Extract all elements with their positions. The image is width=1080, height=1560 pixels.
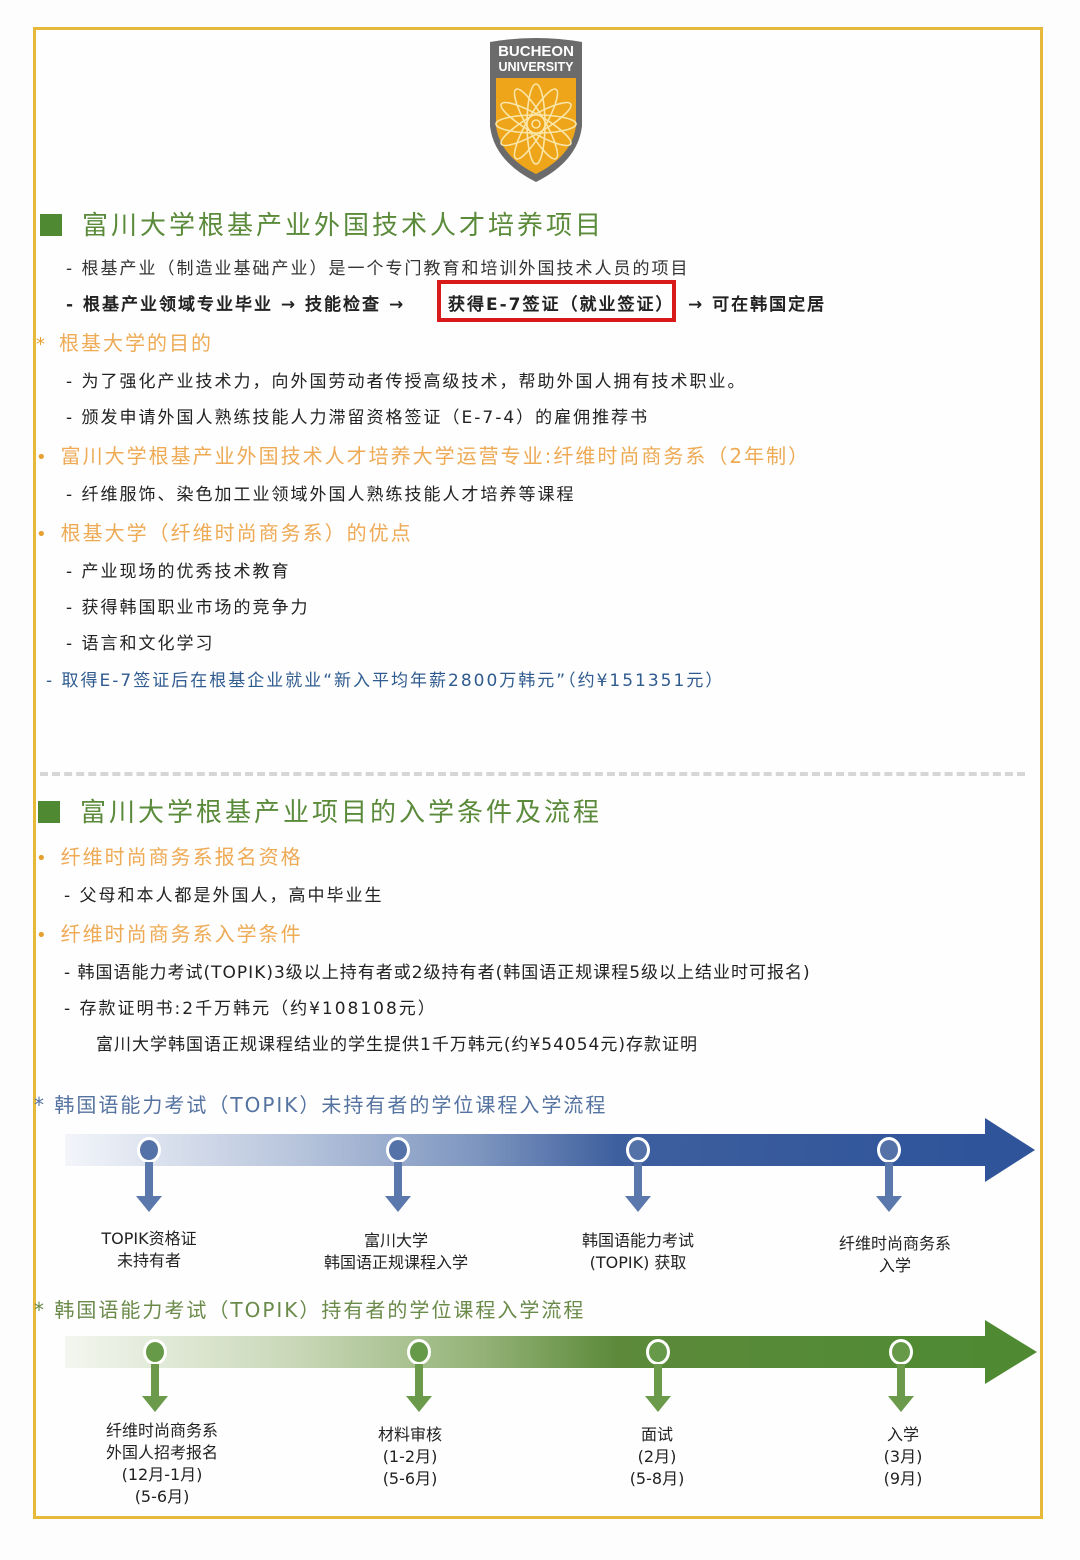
requirement-note: 富川大学韩国语正规课程结业的学生提供1千万韩元(约¥54054元)存款证明 <box>96 1035 698 1055</box>
salary-note: - 取得E-7签证后在根基企业就业“新入平均年薪2800万韩元”（约¥15135… <box>46 671 725 691</box>
arrow-right-icon <box>985 1320 1037 1384</box>
timeline-node <box>137 1137 161 1163</box>
flow-step: 纤维时尚商务系 外国人招考报名 (12月-1月) (5-6月) <box>105 1421 218 1506</box>
flow-step: 纤维时尚商务系 入学 <box>838 1234 951 1275</box>
logo-line2: UNIVERSITY <box>498 60 574 74</box>
timeline-node <box>889 1339 913 1365</box>
section-divider <box>40 772 1025 776</box>
purpose-item: - 为了强化产业技术力，向外国劳动者传授高级技术，帮助外国人拥有技术职业。 <box>66 372 747 392</box>
section2-title: 富川大学根基产业项目的入学条件及流程 <box>38 792 602 829</box>
flow-without-topik-title: * 韩国语能力考试（TOPIK）未持有者的学位课程入学流程 <box>34 1093 608 1117</box>
square-bullet-icon <box>40 214 62 236</box>
requirement-item: - 存款证明书:2千万韩元（约¥108108元） <box>64 999 437 1019</box>
dot-bullet-icon: • <box>36 524 49 545</box>
timeline-node <box>407 1339 431 1365</box>
purpose-item: - 颁发申请外国人熟练技能人力滞留资格签证（E-7-4）的雇佣推荐书 <box>66 408 650 428</box>
flow-with-topik-bar <box>65 1336 985 1368</box>
down-arrow-tip <box>385 1196 411 1212</box>
advantage-item: - 语言和文化学习 <box>66 634 215 654</box>
asterisk-icon: * <box>36 334 47 355</box>
asterisk-icon: * <box>34 1093 46 1117</box>
section1-title: 富川大学根基产业外国技术人才培养项目 <box>40 205 604 242</box>
arrow-right-icon <box>985 1118 1035 1182</box>
timeline-node <box>626 1137 650 1163</box>
down-arrow-icon <box>415 1364 423 1396</box>
dot-bullet-icon: • <box>36 447 49 468</box>
down-arrow-icon <box>394 1162 402 1196</box>
visa-path-suffix: → 可在韩国定居 <box>688 295 827 315</box>
flow-step: TOPIK资格证 未持有者 <box>101 1229 197 1270</box>
dot-bullet-icon: • <box>36 925 49 946</box>
requirements-heading: •纤维时尚商务系入学条件 <box>36 922 303 946</box>
down-arrow-tip <box>136 1196 162 1212</box>
down-arrow-tip <box>888 1396 914 1412</box>
eligibility-item: - 父母和本人都是外国人，高中毕业生 <box>64 886 384 906</box>
square-bullet-icon <box>38 801 60 823</box>
flow-step: 材料审核 (1-2月) (5-6月) <box>377 1425 442 1488</box>
requirement-item: - 韩国语能力考试(TOPIK)3级以上持有者或2级持有者(韩国语正规课程5级以… <box>64 963 811 983</box>
timeline-node <box>877 1137 901 1163</box>
flow-without-topik-bar <box>65 1134 985 1166</box>
flow-step: 富川大学 韩国语正规课程入学 <box>323 1231 468 1272</box>
down-arrow-tip <box>876 1196 902 1212</box>
down-arrow-tip <box>625 1196 651 1212</box>
down-arrow-tip <box>406 1396 432 1412</box>
visa-path-highlight: 获得E-7签证（就业签证） <box>448 295 675 315</box>
down-arrow-icon <box>885 1162 893 1196</box>
down-arrow-icon <box>145 1162 153 1196</box>
advantage-item: - 获得韩国职业市场的竞争力 <box>66 598 310 618</box>
major-item: - 纤维服饰、染色加工业领域外国人熟练技能人才培养等课程 <box>66 485 576 505</box>
visa-path-prefix: - 根基产业领域专业毕业 → 技能检查 → <box>66 295 406 315</box>
advantages-heading: •根基大学（纤维时尚商务系）的优点 <box>36 521 413 545</box>
highlight-box <box>437 280 676 322</box>
advantage-item: - 产业现场的优秀技术教育 <box>66 562 291 582</box>
flow-step: 韩国语能力考试 (TOPIK) 获取 <box>581 1231 694 1272</box>
bucheon-university-logo: BUCHEON UNIVERSITY <box>490 38 582 182</box>
eligibility-heading: •纤维时尚商务系报名资格 <box>36 845 303 869</box>
dot-bullet-icon: • <box>36 848 49 869</box>
down-arrow-tip <box>645 1396 671 1412</box>
section1-intro: - 根基产业（制造业基础产业）是一个专门教育和培训外国技术人员的项目 <box>66 259 690 279</box>
flow-step: 入学 (3月) (9月) <box>883 1425 923 1488</box>
down-arrow-icon <box>897 1364 905 1396</box>
down-arrow-icon <box>634 1162 642 1196</box>
purpose-heading: *根基大学的目的 <box>36 331 213 355</box>
major-heading: •富川大学根基产业外国技术人才培养大学运营专业:纤维时尚商务系（2年制） <box>36 444 811 468</box>
timeline-node <box>386 1137 410 1163</box>
flow-with-topik-title: * 韩国语能力考试（TOPIK）持有者的学位课程入学流程 <box>34 1298 586 1322</box>
asterisk-icon: * <box>34 1298 46 1322</box>
down-arrow-icon <box>654 1364 662 1396</box>
down-arrow-tip <box>142 1396 168 1412</box>
logo-line1: BUCHEON <box>498 43 574 60</box>
flow-step: 面试 (2月) (5-8月) <box>629 1425 685 1488</box>
timeline-node <box>143 1339 167 1365</box>
down-arrow-icon <box>151 1364 159 1396</box>
timeline-node <box>646 1339 670 1365</box>
